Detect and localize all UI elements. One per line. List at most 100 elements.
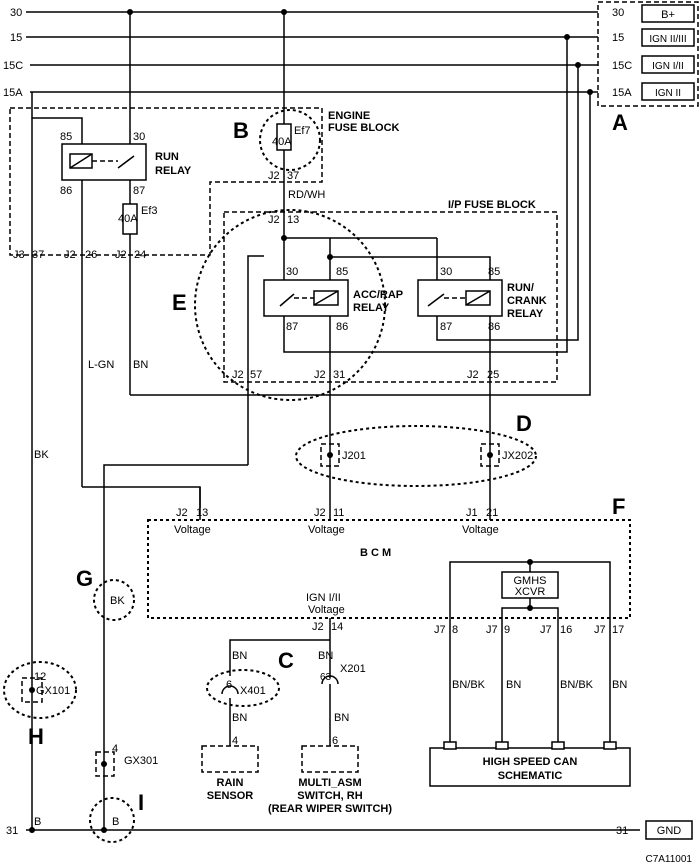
svg-text:13: 13 xyxy=(287,214,299,226)
high-speed-can-schematic: HIGH SPEED CAN SCHEMATIC xyxy=(429,741,631,787)
box-bplus: B+ xyxy=(661,9,675,21)
svg-text:MULTI_ASM: MULTI_ASM xyxy=(298,777,361,789)
svg-text:FUSE BLOCK: FUSE BLOCK xyxy=(328,122,400,134)
svg-text:86: 86 xyxy=(336,321,348,333)
svg-text:4: 4 xyxy=(112,743,118,755)
callout-a: A xyxy=(612,110,628,135)
svg-text:J7: J7 xyxy=(594,624,606,636)
relay-block-outline xyxy=(9,107,323,256)
ignition-switch-block xyxy=(597,1,699,107)
svg-text:31: 31 xyxy=(333,369,345,381)
box-ign-2: IGN II xyxy=(655,88,681,99)
wire-rd-wh: RD/WH xyxy=(288,189,325,201)
svg-text:B: B xyxy=(34,816,41,828)
svg-text:25: 25 xyxy=(487,369,499,381)
power-bus: 30 15 15C 15A 30 15 15C 15A B+ IGN II/II… xyxy=(3,1,699,135)
svg-text:J3: J3 xyxy=(13,249,25,261)
box-ign-1-2: IGN I/II xyxy=(652,61,684,72)
svg-text:BN: BN xyxy=(506,679,521,691)
splice-group-d: J201 JX202 D xyxy=(295,367,537,508)
svg-text:4: 4 xyxy=(232,735,238,747)
svg-text:40A: 40A xyxy=(118,213,138,225)
callout-i: I xyxy=(138,790,144,815)
callout-h: H xyxy=(28,724,44,749)
box-ign-2-3: IGN II/III xyxy=(649,34,686,45)
svg-text:BN/BK: BN/BK xyxy=(452,679,486,691)
svg-text:J2: J2 xyxy=(467,369,479,381)
svg-text:40A: 40A xyxy=(272,136,292,148)
ip-fuse-block xyxy=(223,211,558,383)
ground-callout-circle xyxy=(89,797,135,843)
svg-text:J2: J2 xyxy=(314,369,326,381)
svg-text:GX101: GX101 xyxy=(36,685,70,697)
svg-text:J2: J2 xyxy=(268,170,280,182)
svg-text:8: 8 xyxy=(452,624,458,636)
svg-text:85: 85 xyxy=(60,131,72,143)
svg-text:J2: J2 xyxy=(314,507,326,519)
svg-text:J2: J2 xyxy=(176,507,188,519)
svg-text:87: 87 xyxy=(133,185,145,197)
svg-text:BN: BN xyxy=(232,650,247,662)
figure-code: C7A11001 xyxy=(645,854,692,865)
svg-text:63: 63 xyxy=(320,672,332,683)
svg-text:9: 9 xyxy=(504,624,510,636)
svg-text:SWITCH, RH: SWITCH, RH xyxy=(297,790,362,802)
svg-text:Ef7: Ef7 xyxy=(294,125,311,137)
connector-x201: 63 X201 xyxy=(320,663,366,685)
svg-text:BK: BK xyxy=(110,595,125,607)
rain-sensor: 4 RAIN SENSOR xyxy=(201,735,259,802)
svg-text:IGN I/II: IGN I/II xyxy=(306,592,341,604)
svg-text:12: 12 xyxy=(34,671,46,683)
svg-text:15C: 15C xyxy=(612,60,632,72)
svg-text:J2: J2 xyxy=(64,249,76,261)
bus-label-15a: 15A xyxy=(3,87,23,99)
svg-text:85: 85 xyxy=(488,266,500,278)
svg-text:J1: J1 xyxy=(466,507,478,519)
svg-text:13: 13 xyxy=(196,507,208,519)
engine-fuse-block: Ef7 40A ENGINE FUSE BLOCK J2 37 RD/WH B xyxy=(233,12,400,238)
svg-text:J7: J7 xyxy=(434,624,446,636)
svg-text:J7: J7 xyxy=(540,624,552,636)
svg-text:J2: J2 xyxy=(232,369,244,381)
svg-text:BN: BN xyxy=(232,712,247,724)
run-crank-relay-name: RUN/ xyxy=(507,282,534,294)
bcm-title: B C M xyxy=(360,547,391,559)
svg-text:RELAY: RELAY xyxy=(353,302,390,314)
svg-text:(REAR WIPER SWITCH): (REAR WIPER SWITCH) xyxy=(268,803,392,815)
svg-text:37: 37 xyxy=(32,249,44,261)
svg-text:31: 31 xyxy=(6,825,18,837)
wire-bk-circle xyxy=(93,579,135,621)
svg-text:6: 6 xyxy=(226,679,232,691)
svg-text:6: 6 xyxy=(332,735,338,747)
svg-text:SCHEMATIC: SCHEMATIC xyxy=(498,770,563,782)
svg-text:B: B xyxy=(112,816,119,828)
acc-rap-relay: 30 85 87 86 ACC/RAP RELAY xyxy=(263,266,403,333)
svg-text:J2: J2 xyxy=(268,214,280,226)
svg-text:RELAY: RELAY xyxy=(507,308,544,320)
svg-text:GMHS: GMHS xyxy=(514,575,547,587)
svg-text:87: 87 xyxy=(440,321,452,333)
engine-fuse-title: ENGINE xyxy=(328,110,370,122)
splice-gx101: 12 GX101 H xyxy=(3,661,77,749)
svg-text:87: 87 xyxy=(286,321,298,333)
run-relay-name: RUN xyxy=(155,151,179,163)
svg-text:30: 30 xyxy=(133,131,145,143)
svg-text:RELAY: RELAY xyxy=(155,165,192,177)
box-gnd: GND xyxy=(657,825,682,837)
gmhs-xcvr: GMHS XCVR xyxy=(449,559,611,618)
svg-text:21: 21 xyxy=(486,507,498,519)
svg-text:XCVR: XCVR xyxy=(515,586,546,598)
callout-g: G xyxy=(76,566,93,591)
splice-gx301: 4 GX301 xyxy=(95,743,158,777)
svg-text:J7: J7 xyxy=(486,624,498,636)
svg-text:X201: X201 xyxy=(340,663,366,675)
callout-c: C xyxy=(278,648,294,673)
svg-text:26: 26 xyxy=(85,249,97,261)
svg-text:11: 11 xyxy=(333,507,344,519)
svg-text:30: 30 xyxy=(440,266,452,278)
svg-text:31: 31 xyxy=(616,825,628,837)
bus-label-15c: 15C xyxy=(3,60,23,72)
ip-fuse-title: I/P FUSE BLOCK xyxy=(448,199,536,211)
svg-text:Ef3: Ef3 xyxy=(141,205,158,217)
